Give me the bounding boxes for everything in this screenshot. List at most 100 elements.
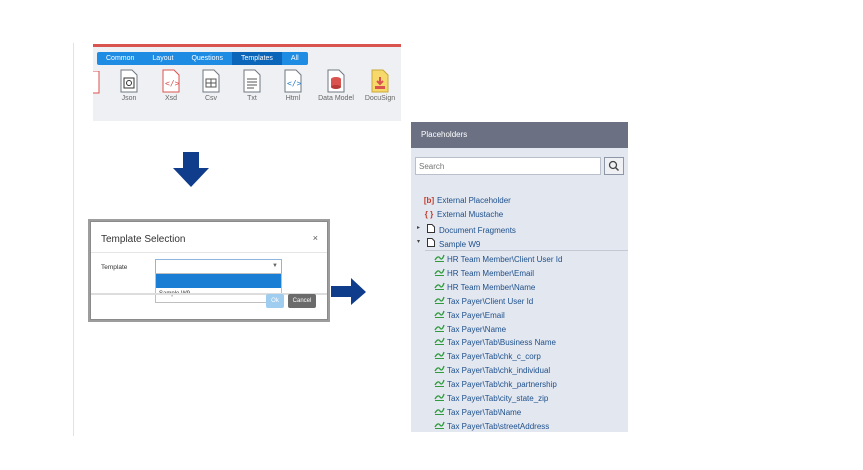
placeholder-item[interactable]: Tax Payer\Tab\Name xyxy=(433,406,521,417)
cancel-button[interactable]: Cancel xyxy=(288,294,316,308)
file-label: Html xyxy=(285,95,301,102)
tab-questions[interactable]: Questions xyxy=(191,55,223,62)
file-label: Data Model xyxy=(318,95,354,102)
template-selection-dialog: Template Selection × Template ▼ Sample W… xyxy=(90,221,328,320)
dialog-title: Template Selection xyxy=(101,234,186,245)
svg-text:</>: </> xyxy=(287,79,302,88)
placeholder-item[interactable]: HR Team Member\Client User Id xyxy=(433,253,562,264)
node-label: Sample W9 xyxy=(439,240,481,249)
field-link-icon xyxy=(433,378,445,389)
field-link-icon xyxy=(433,323,445,334)
placeholder-item[interactable]: Tax Payer\Tab\chk_individual xyxy=(433,364,550,375)
placeholder-item[interactable]: Tax Payer\Tab\Business Name xyxy=(433,336,556,347)
tree-node-external-mustache[interactable]: { }External Mustache xyxy=(423,210,504,219)
tree-node-sample-w9[interactable]: Sample W9 xyxy=(425,238,480,249)
file-label: DocuSign xyxy=(364,95,396,102)
file-label: Xsd xyxy=(164,95,178,102)
html-file-icon: </> xyxy=(284,69,302,93)
csv-file-button[interactable]: Csv xyxy=(191,69,231,102)
csv-file-icon xyxy=(202,69,220,93)
placeholder-label: Tax Payer\Tab\streetAddress xyxy=(447,421,550,431)
document-icon xyxy=(425,238,437,249)
json-file-icon xyxy=(120,69,138,93)
tree-node-external-placeholder[interactable]: [b]External Placeholder xyxy=(423,196,511,205)
data-model-icon xyxy=(327,69,345,93)
tree-node-document-fragments[interactable]: Document Fragments xyxy=(425,224,516,235)
file-label: Json xyxy=(121,95,137,102)
partial-file-icon xyxy=(93,71,100,94)
template-dropdown-list: Sample W9 xyxy=(155,273,282,303)
field-link-icon xyxy=(433,392,445,403)
tab-all[interactable]: All xyxy=(290,55,299,62)
tab-templates[interactable]: Templates xyxy=(231,52,282,65)
dialog-footer-divider xyxy=(91,293,327,295)
placeholder-label: Tax Payer\Tab\Business Name xyxy=(447,338,556,348)
expand-icon[interactable]: ▸ xyxy=(417,225,421,231)
panel-title: Placeholders xyxy=(421,130,468,139)
template-toolbar: Common Layout Questions Templates All Js… xyxy=(93,44,401,121)
template-select[interactable]: ▼ xyxy=(155,259,282,274)
search-button[interactable] xyxy=(604,157,624,175)
search-input[interactable] xyxy=(415,157,601,175)
json-file-button[interactable]: Json xyxy=(109,69,149,102)
node-label: Document Fragments xyxy=(439,226,516,235)
panel-header: Placeholders xyxy=(411,122,628,148)
placeholder-label: Tax Payer\Email xyxy=(447,310,505,320)
placeholder-item[interactable]: HR Team Member\Name xyxy=(433,281,535,292)
placeholder-label: HR Team Member\Name xyxy=(447,282,536,292)
tab-layout[interactable]: Layout xyxy=(152,55,174,62)
placeholder-item[interactable]: Tax Payer\Tab\city_state_zip xyxy=(433,392,548,403)
txt-file-icon xyxy=(243,69,261,93)
template-label: Template xyxy=(101,264,128,271)
txt-file-button[interactable]: Txt xyxy=(232,69,272,102)
tree-divider xyxy=(425,250,628,251)
close-icon[interactable]: × xyxy=(312,233,318,243)
placeholder-item[interactable]: Tax Payer\Tab\chk_partnership xyxy=(433,378,557,389)
html-file-button[interactable]: </> Html xyxy=(273,69,313,102)
collapse-icon[interactable]: ▾ xyxy=(417,239,421,245)
tab-common[interactable]: Common xyxy=(106,55,135,62)
svg-text:</>: </> xyxy=(165,79,180,88)
field-link-icon xyxy=(433,336,445,347)
placeholder-item[interactable]: Tax Payer\Tab\streetAddress xyxy=(433,420,549,431)
placeholder-label: HR Team Member\Client User Id xyxy=(447,255,563,264)
data-model-button[interactable]: Data Model xyxy=(316,69,356,102)
toolbar-tabs: Common Layout Questions Templates All xyxy=(97,52,308,65)
placeholder-item[interactable]: Tax Payer\Client User Id xyxy=(433,295,533,306)
placeholder-bracket-icon: [b] xyxy=(423,196,435,205)
field-link-icon xyxy=(433,295,445,306)
file-label: Csv xyxy=(204,95,218,102)
page-divider xyxy=(73,43,74,436)
ok-button[interactable]: Ok xyxy=(266,294,284,308)
docusign-button[interactable]: DocuSign xyxy=(360,69,400,102)
placeholder-label: Tax Payer\Tab\chk_partnership xyxy=(447,380,557,390)
xsd-file-icon: </> xyxy=(162,69,180,93)
placeholder-label: Tax Payer\Tab\chk_c_corp xyxy=(447,352,541,362)
file-icon-row: Json </> Xsd Csv xyxy=(93,69,401,114)
chevron-down-icon: ▼ xyxy=(272,263,278,269)
dialog-divider xyxy=(91,252,327,253)
search-icon xyxy=(608,160,619,171)
field-link-icon xyxy=(433,406,445,417)
field-link-icon xyxy=(433,281,445,292)
field-link-icon xyxy=(433,420,445,431)
dropdown-highlighted-option[interactable] xyxy=(156,274,281,288)
field-link-icon xyxy=(433,364,445,375)
file-label: Txt xyxy=(247,95,257,102)
placeholder-item[interactable]: Tax Payer\Name xyxy=(433,323,506,334)
placeholder-label: Tax Payer\Tab\Name xyxy=(447,407,522,417)
arrow-right-icon xyxy=(331,278,366,305)
node-label: External Placeholder xyxy=(437,196,511,205)
xsd-file-button[interactable]: </> Xsd xyxy=(151,69,191,102)
field-link-icon xyxy=(433,350,445,361)
placeholder-item[interactable]: HR Team Member\Email xyxy=(433,267,534,278)
placeholder-label: Tax Payer\Client User Id xyxy=(447,296,534,306)
mustache-brace-icon: { } xyxy=(424,210,434,219)
placeholder-item[interactable]: Tax Payer\Tab\chk_c_corp xyxy=(433,350,541,361)
field-link-icon xyxy=(433,267,445,278)
field-link-icon xyxy=(433,309,445,320)
document-icon xyxy=(425,224,437,235)
placeholder-item[interactable]: Tax Payer\Email xyxy=(433,309,505,320)
docusign-icon xyxy=(371,69,389,93)
placeholder-label: Tax Payer\Tab\city_state_zip xyxy=(447,394,549,403)
